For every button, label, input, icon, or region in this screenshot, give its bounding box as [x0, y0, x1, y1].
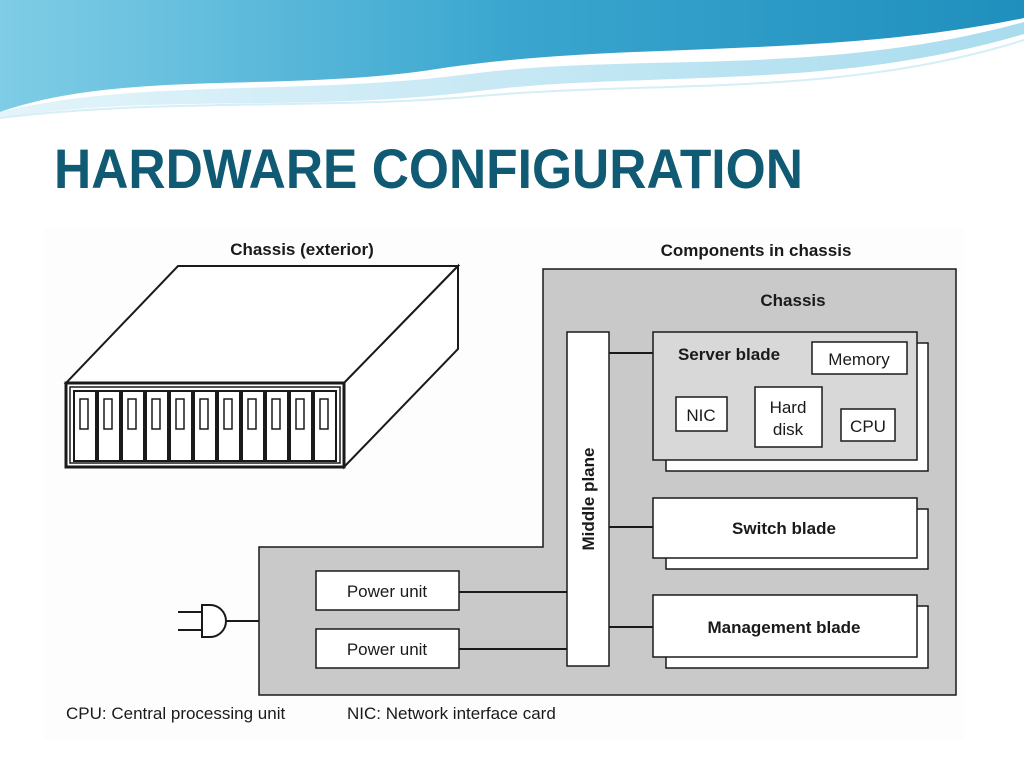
server-blade-label: Server blade	[678, 345, 780, 364]
power-unit-1: Power unit	[315, 570, 460, 611]
nic-box	[675, 396, 728, 432]
hard-disk-box	[754, 386, 823, 448]
switch-blade: Switch blade	[652, 497, 929, 570]
power-unit-label: Power unit	[347, 640, 428, 659]
power-unit-label: Power unit	[347, 582, 428, 601]
header-wave-decoration	[0, 0, 1024, 119]
chassis-exterior-drawing	[63, 263, 461, 470]
memory-box	[811, 341, 908, 375]
cpu-box	[840, 408, 896, 442]
components-label: Components in chassis	[661, 241, 852, 260]
hard-disk-label-line2: disk	[773, 420, 804, 439]
legend-cpu: CPU: Central processing unit	[66, 704, 285, 723]
power-plug-icon	[178, 604, 227, 638]
middle-plane	[566, 331, 610, 667]
chassis-label: Chassis	[760, 291, 825, 310]
power-unit-2: Power unit	[315, 628, 460, 669]
hardware-diagram: Chassis (exterior)	[44, 229, 964, 739]
chassis-exterior-label: Chassis (exterior)	[230, 240, 374, 259]
slide-title: HARDWARE CONFIGURATION	[54, 137, 803, 200]
memory-label: Memory	[828, 350, 890, 369]
diagram-svg: Chassis (exterior)	[63, 240, 957, 723]
management-blade-label: Management blade	[707, 618, 860, 637]
chassis-blade-slots	[73, 390, 337, 462]
cpu-label: CPU	[850, 417, 886, 436]
management-blade: Management blade	[652, 594, 929, 669]
hard-disk-label-line1: Hard	[770, 398, 807, 417]
nic-label: NIC	[686, 406, 715, 425]
server-blade: Server blade Memory NIC Hard disk CPU	[652, 331, 929, 472]
middle-plane-label: Middle plane	[579, 448, 598, 551]
switch-blade-label: Switch blade	[732, 519, 836, 538]
legend-nic: NIC: Network interface card	[347, 704, 556, 723]
